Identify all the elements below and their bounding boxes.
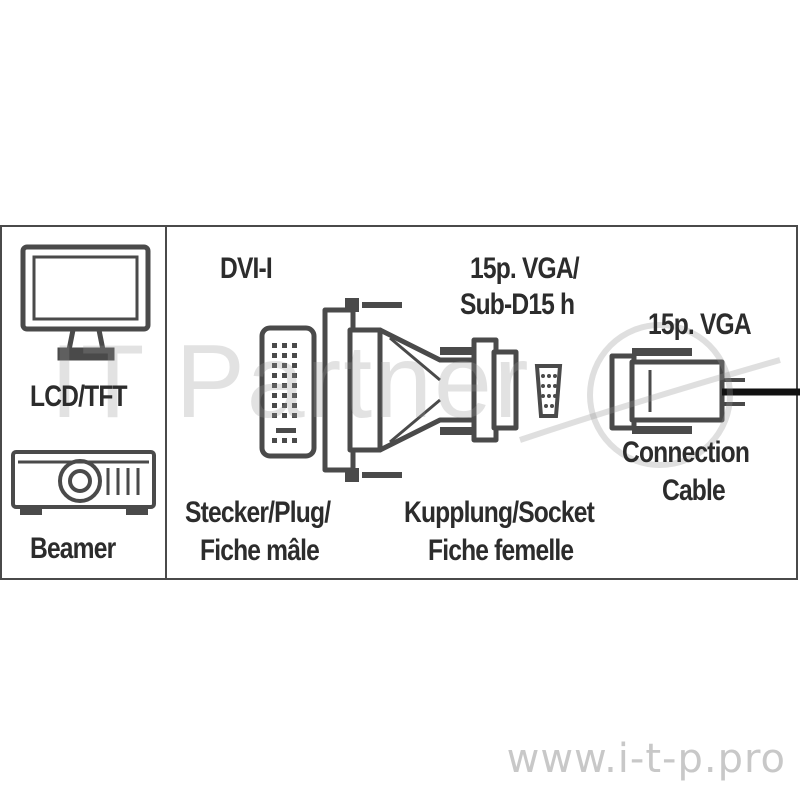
- socket-label-line1: Kupplung/Socket: [404, 496, 595, 529]
- vga-cable-plug-icon: [609, 348, 745, 434]
- plug-label-line2: Fiche mâle: [200, 534, 320, 567]
- projector-icon: [11, 450, 156, 515]
- monitor-icon: [20, 244, 151, 361]
- socket-label-line2: Fiche femelle: [428, 534, 574, 567]
- cable-label-line1: Connection: [622, 436, 750, 469]
- vga-title-line1: 15p. VGA/: [470, 252, 580, 285]
- vga-title-line2: Sub-D15 h: [460, 288, 575, 321]
- watermark-site: www.i-t-p.pro: [506, 736, 786, 782]
- vga-socket-face-icon: [534, 364, 563, 418]
- panel-divider: [165, 225, 167, 580]
- dvi-plug-face-icon: [259, 325, 317, 459]
- plug-label-line1: Stecker/Plug/: [185, 496, 331, 529]
- watermark-logo-icon: [519, 322, 781, 468]
- monitor-label: LCD/TFT: [30, 380, 128, 413]
- diagram-frame: [0, 225, 798, 580]
- dvi-to-vga-adapter-icon: [322, 298, 519, 482]
- cable-label-line2: Cable: [662, 474, 726, 507]
- projector-label: Beamer: [30, 532, 116, 565]
- dvi-title: DVI-I: [220, 252, 273, 285]
- cable-title: 15p. VGA: [648, 308, 752, 341]
